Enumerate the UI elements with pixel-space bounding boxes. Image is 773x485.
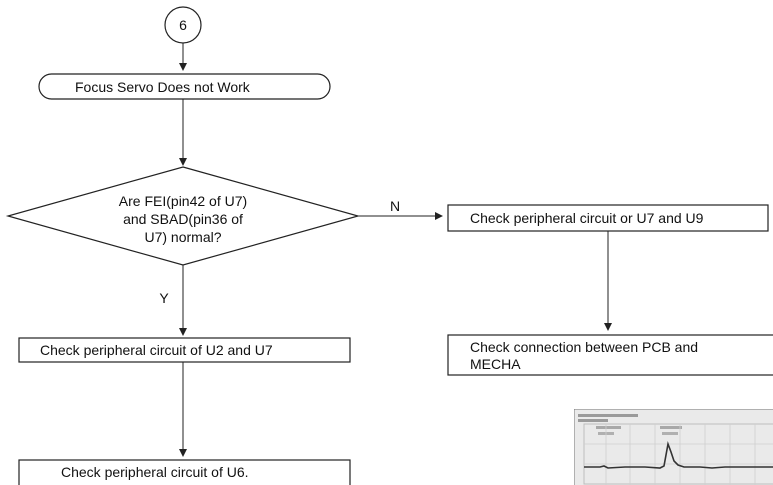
check-u7-u9-node: Check peripheral circuit or U7 and U9 [447, 204, 769, 232]
check-u2-u7-node: Check peripheral circuit of U2 and U7 [18, 337, 351, 363]
yes-label: Y [159, 290, 169, 306]
check-u7-u9-label: Check peripheral circuit or U7 and U9 [470, 210, 704, 226]
start-node-label: Focus Servo Does not Work [75, 79, 251, 95]
check-connection-line-1: Check connection between PCB and [470, 339, 698, 355]
no-label: N [390, 198, 400, 214]
decision-node: Are FEI(pin42 of U7) and SBAD(pin36 of U… [5, 166, 361, 266]
connector-6: 6 [164, 6, 202, 44]
decision-line-1: Are FEI(pin42 of U7) [119, 193, 247, 209]
oscilloscope-waveform-image [574, 409, 773, 485]
check-connection-node: Check connection between PCB and MECHA [447, 334, 773, 376]
decision-line-2: and SBAD(pin36 of [123, 211, 243, 227]
start-node: Focus Servo Does not Work [38, 73, 331, 100]
check-u2-u7-label: Check peripheral circuit of U2 and U7 [40, 342, 273, 358]
check-u6-node: Check peripheral circuit of U6. [18, 459, 351, 485]
check-connection-line-2: MECHA [470, 356, 521, 372]
decision-line-3: U7) normal? [144, 229, 221, 245]
check-u6-label: Check peripheral circuit of U6. [61, 464, 249, 480]
connector-number: 6 [179, 17, 187, 33]
